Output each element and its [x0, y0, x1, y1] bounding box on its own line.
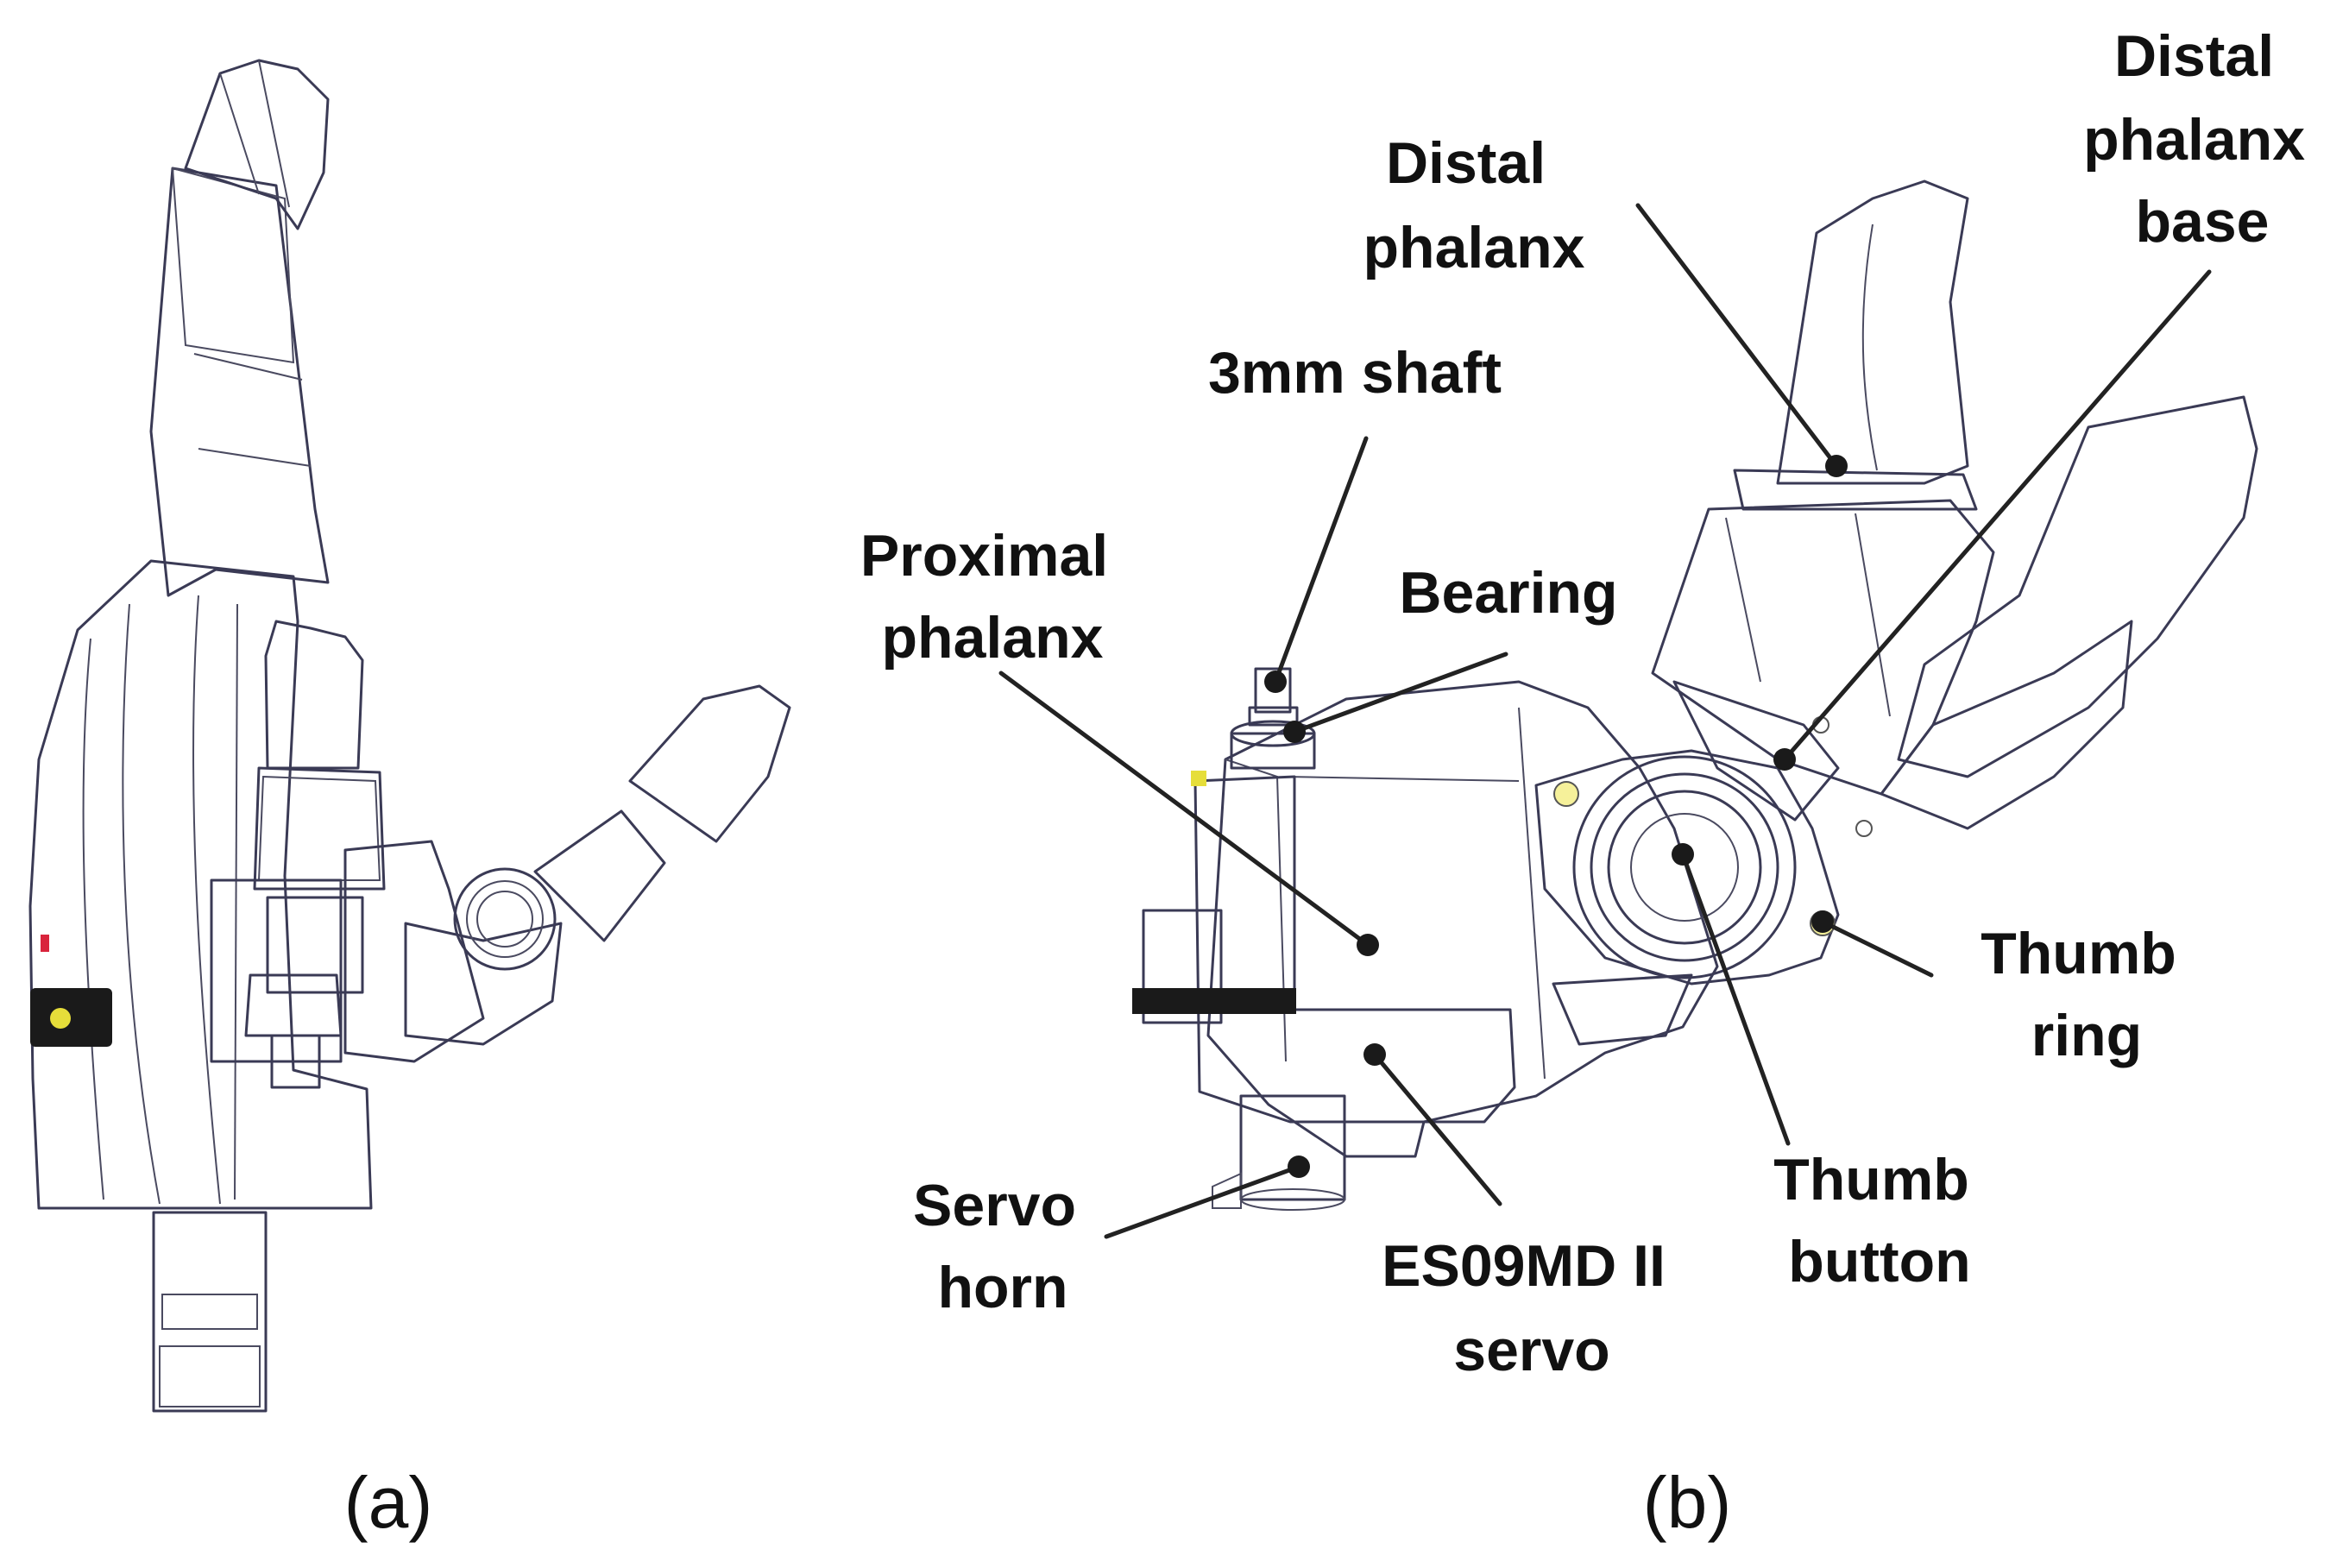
label-thumb-ring: Thumb ring	[1981, 921, 2193, 1068]
panel-label-a: (a)	[344, 1462, 433, 1543]
servo-horn-drawing	[1212, 1094, 1346, 1211]
distal-phalanx-drawing	[1733, 179, 2258, 778]
label-bearing: Bearing	[1399, 560, 1617, 626]
middle-finger-stub	[253, 620, 386, 891]
thumb-assembly-small	[210, 684, 791, 1089]
index-finger	[149, 59, 330, 597]
label-servo-horn: Servo horn	[913, 1173, 1093, 1320]
servo-drawing	[1132, 771, 1516, 1124]
wrist-connector	[152, 1211, 268, 1413]
label-3mm-shaft: 3mm shaft	[1208, 340, 1502, 406]
shaft-and-bearing-drawing	[1230, 667, 1316, 770]
callout-labels: Distal phalanx Distal phalanx base 3mm s…	[860, 23, 2321, 1383]
palm-body	[28, 559, 373, 1210]
label-distal-phalanx: Distal phalanx	[1363, 130, 1585, 280]
leader-lines	[998, 203, 2212, 1239]
panel-a-hand-drawing	[28, 59, 791, 1413]
panel-label-b: (b)	[1643, 1462, 1732, 1543]
label-distal-phalanx-base: Distal phalanx base	[2083, 23, 2321, 255]
panel-b-thumb-drawing	[1132, 179, 2258, 1211]
label-thumb-button: Thumb button	[1773, 1147, 1986, 1294]
distal-phalanx-base-drawing	[1651, 499, 2133, 837]
proximal-phalanx-drawing	[1142, 680, 1719, 1158]
label-proximal-phalanx: Proximal phalanx	[860, 523, 1124, 671]
label-servo: ES09MD II servo	[1382, 1233, 1682, 1383]
